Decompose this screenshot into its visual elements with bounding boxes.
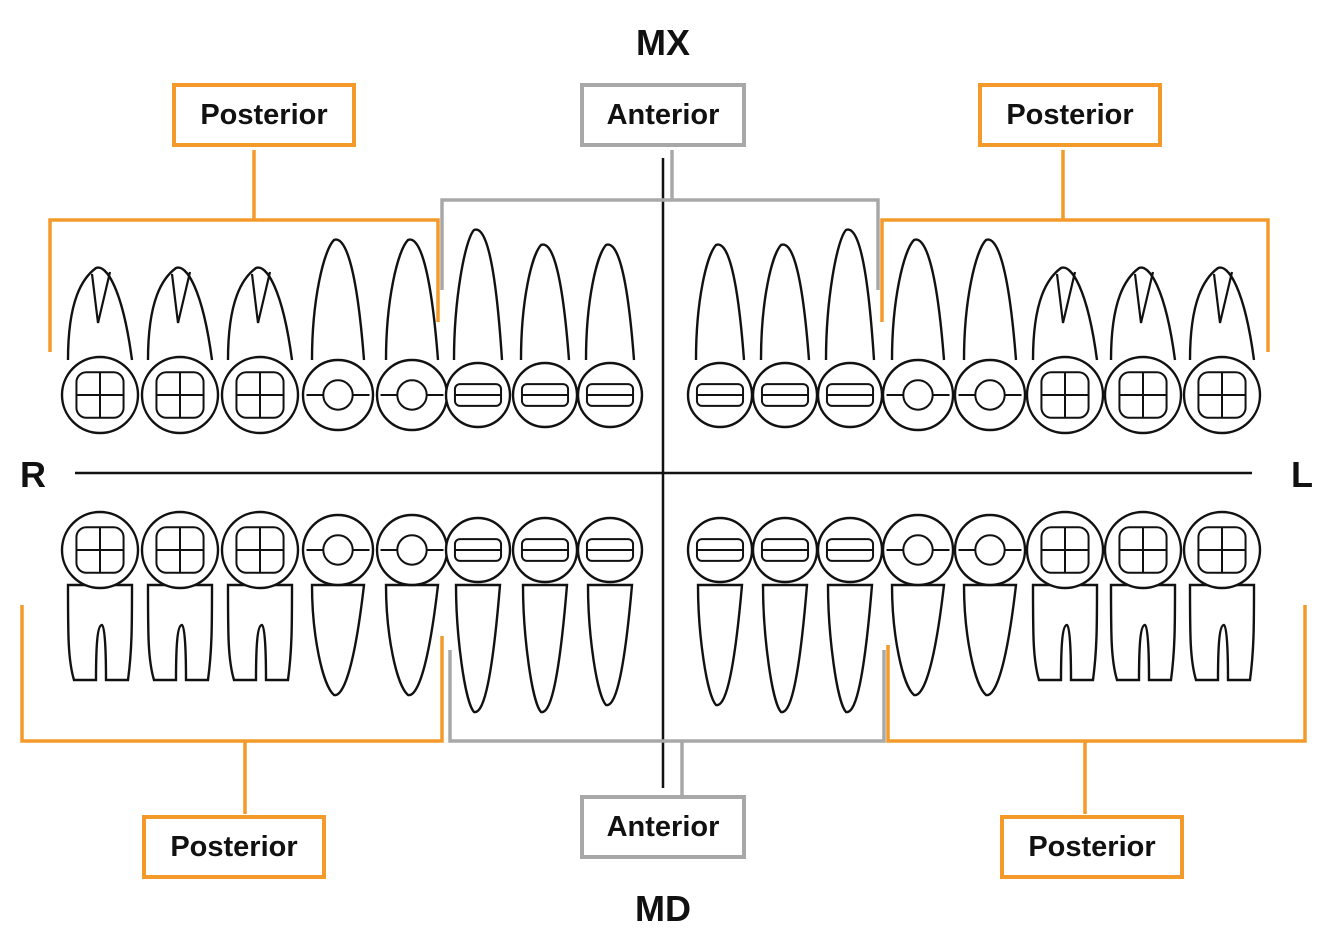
upper-right-posterior-box: Posterior	[172, 83, 356, 147]
upper-tooth	[1103, 266, 1183, 435]
lower-tooth	[444, 516, 512, 714]
upper-anterior-bracket	[440, 198, 880, 290]
right-side-label: R	[20, 454, 46, 495]
lower-tooth	[220, 510, 300, 682]
lower-left-posterior-bracket	[886, 605, 1307, 743]
upper-tooth	[881, 238, 955, 432]
maxillary-teeth	[60, 228, 1262, 435]
upper-tooth	[576, 243, 644, 429]
upper-tooth	[816, 228, 884, 429]
upper-anterior-box: Anterior	[580, 83, 746, 147]
mandibular-teeth	[60, 510, 1262, 714]
left-side-label: L	[1291, 454, 1313, 495]
upper-tooth	[375, 238, 449, 432]
lower-tooth	[140, 510, 220, 682]
lower-tooth	[686, 516, 754, 707]
lower-tooth	[1182, 510, 1262, 682]
lower-left-posterior-box: Posterior	[1000, 815, 1184, 879]
lower-tooth	[881, 513, 955, 697]
mandibular-label: MD	[635, 888, 691, 929]
lower-tooth	[953, 513, 1027, 697]
lower-tooth	[1025, 510, 1105, 682]
upper-tooth	[953, 238, 1027, 432]
upper-tooth	[511, 243, 579, 429]
upper-tooth	[60, 266, 140, 435]
upper-tooth	[1025, 266, 1105, 435]
upper-tooth	[301, 238, 375, 432]
lower-tooth	[301, 513, 375, 697]
lower-tooth	[60, 510, 140, 682]
lower-right-posterior-box: Posterior	[142, 815, 326, 879]
lower-tooth	[375, 513, 449, 697]
upper-left-posterior-box: Posterior	[978, 83, 1162, 147]
upper-tooth	[686, 243, 754, 429]
upper-tooth	[444, 228, 512, 429]
upper-tooth	[140, 266, 220, 435]
lower-tooth	[511, 516, 579, 714]
upper-left-posterior-bracket	[880, 218, 1270, 352]
lower-tooth	[1103, 510, 1183, 682]
lower-tooth	[751, 516, 819, 714]
upper-tooth	[1182, 266, 1262, 435]
lower-anterior-bracket	[448, 650, 886, 743]
lower-tooth	[576, 516, 644, 707]
maxillary-label: MX	[636, 22, 690, 63]
upper-tooth	[751, 243, 819, 429]
lower-right-posterior-bracket	[20, 605, 444, 743]
lower-tooth	[816, 516, 884, 714]
upper-right-posterior-bracket	[48, 218, 440, 352]
lower-anterior-box: Anterior	[580, 795, 746, 859]
upper-tooth	[220, 266, 300, 435]
